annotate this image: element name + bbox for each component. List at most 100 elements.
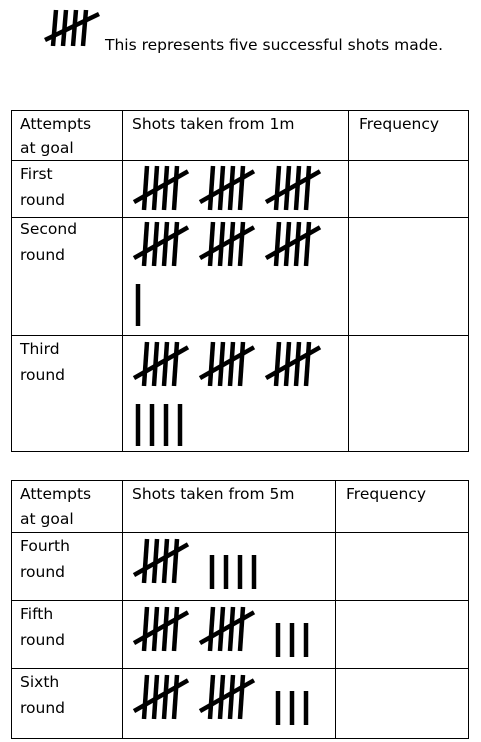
tally-stroke bbox=[227, 674, 236, 720]
tally-gate-of-five bbox=[198, 165, 256, 211]
tally-cross-stroke bbox=[132, 345, 190, 381]
tally-cross-stroke bbox=[264, 345, 322, 381]
tally-stroke bbox=[141, 165, 150, 211]
header-attempts-line2: at goal bbox=[20, 139, 74, 157]
five-tally-icon bbox=[44, 9, 100, 47]
row-label-line1: First bbox=[20, 165, 53, 183]
tally-stroke bbox=[171, 341, 180, 387]
tally-stroke bbox=[171, 538, 180, 584]
header-attempts-line1: Attempts bbox=[20, 485, 92, 503]
tally-cross-stroke bbox=[132, 169, 190, 205]
row-label-line1: Fourth bbox=[20, 537, 70, 555]
tally-gate-of-five bbox=[132, 165, 190, 211]
tally-stroke bbox=[237, 341, 246, 387]
tally-gate-of-five bbox=[132, 674, 190, 720]
tally-stroke bbox=[161, 674, 170, 720]
tally-stroke bbox=[227, 221, 236, 267]
row-label-line2: round bbox=[20, 246, 66, 264]
shots-1m-table: Attempts at goal Shots taken from 1m Fre… bbox=[11, 110, 469, 452]
tally-cross-stroke bbox=[132, 542, 190, 578]
tally-stroke bbox=[161, 221, 170, 267]
tally-stroke bbox=[273, 165, 282, 211]
tally-marks bbox=[132, 221, 322, 326]
tally-gate-of-five bbox=[264, 341, 322, 387]
row-label-line2: round bbox=[20, 191, 66, 209]
header-shots: Shots taken from 1m bbox=[132, 115, 295, 133]
tally-stroke bbox=[303, 221, 312, 267]
tally-marks bbox=[132, 606, 309, 657]
tally-stroke bbox=[171, 674, 180, 720]
tally-stroke bbox=[227, 341, 236, 387]
tally-cross-stroke bbox=[198, 610, 256, 646]
tally-cross-stroke bbox=[198, 225, 256, 261]
tally-stroke bbox=[207, 674, 216, 720]
tally-stroke bbox=[161, 341, 170, 387]
tally-cross-stroke bbox=[264, 225, 322, 261]
header-frequency: Frequency bbox=[359, 115, 440, 133]
tally-stroke bbox=[161, 606, 170, 652]
tally-stroke bbox=[293, 165, 302, 211]
tally-stroke bbox=[303, 165, 312, 211]
tally-cross-stroke bbox=[132, 610, 190, 646]
tally-stroke bbox=[141, 538, 150, 584]
row-label-line1: Fifth bbox=[20, 605, 54, 623]
tally-marks bbox=[132, 341, 322, 446]
row-label-line1: Sixth bbox=[20, 673, 60, 691]
tally-stroke bbox=[237, 221, 246, 267]
tally-stroke bbox=[227, 606, 236, 652]
tally-marks bbox=[132, 538, 257, 589]
tally-stroke bbox=[161, 165, 170, 211]
tally-singles bbox=[275, 691, 309, 725]
tally-stroke bbox=[293, 341, 302, 387]
tally-gate-of-five bbox=[264, 221, 322, 267]
tally-stroke bbox=[171, 606, 180, 652]
tally-gate-of-five bbox=[264, 165, 322, 211]
tally-stroke bbox=[237, 165, 246, 211]
tally-cross-stroke bbox=[264, 169, 322, 205]
row-label-line2: round bbox=[20, 699, 66, 717]
tally-gate-of-five bbox=[198, 221, 256, 267]
header-attempts-line2: at goal bbox=[20, 510, 74, 528]
header-attempts-line1: Attempts bbox=[20, 115, 92, 133]
tally-gate-of-five bbox=[132, 606, 190, 652]
tally-key-text: This represents five successful shots ma… bbox=[105, 36, 443, 54]
tally-singles bbox=[209, 555, 257, 589]
tally-stroke bbox=[161, 538, 170, 584]
tally-marks bbox=[132, 674, 309, 725]
tally-cross-stroke bbox=[132, 225, 190, 261]
tally-cross-stroke bbox=[132, 678, 190, 714]
tally-gate-of-five bbox=[198, 341, 256, 387]
tally-stroke bbox=[273, 341, 282, 387]
tally-stroke bbox=[141, 674, 150, 720]
tally-key: This represents five successful shots ma… bbox=[0, 0, 481, 70]
tally-stroke bbox=[141, 341, 150, 387]
tally-stroke bbox=[207, 341, 216, 387]
tally-cross-stroke bbox=[198, 169, 256, 205]
tally-stroke bbox=[207, 165, 216, 211]
tally-stroke bbox=[227, 165, 236, 211]
header-frequency: Frequency bbox=[346, 485, 427, 503]
tally-stroke bbox=[303, 341, 312, 387]
tally-singles bbox=[275, 623, 309, 657]
row-label-line1: Third bbox=[20, 340, 60, 358]
tally-stroke bbox=[237, 606, 246, 652]
tally-singles bbox=[135, 404, 183, 446]
tally-cross-stroke bbox=[198, 345, 256, 381]
tally-gate-of-five bbox=[198, 606, 256, 652]
tally-stroke bbox=[141, 221, 150, 267]
tally-stroke bbox=[293, 221, 302, 267]
tally-stroke bbox=[207, 606, 216, 652]
tally-stroke bbox=[141, 606, 150, 652]
shots-5m-table: Attempts at goal Shots taken from 5m Fre… bbox=[11, 480, 469, 739]
tally-gate-of-five bbox=[132, 341, 190, 387]
tally-gate-of-five bbox=[132, 221, 190, 267]
row-label-line2: round bbox=[20, 366, 66, 384]
tally-stroke bbox=[207, 221, 216, 267]
tally-stroke bbox=[171, 221, 180, 267]
tally-stroke bbox=[171, 165, 180, 211]
tally-stroke bbox=[273, 221, 282, 267]
row-label-line2: round bbox=[20, 563, 66, 581]
tally-marks bbox=[132, 165, 322, 211]
header-shots: Shots taken from 5m bbox=[132, 485, 295, 503]
row-label-line2: round bbox=[20, 631, 66, 649]
